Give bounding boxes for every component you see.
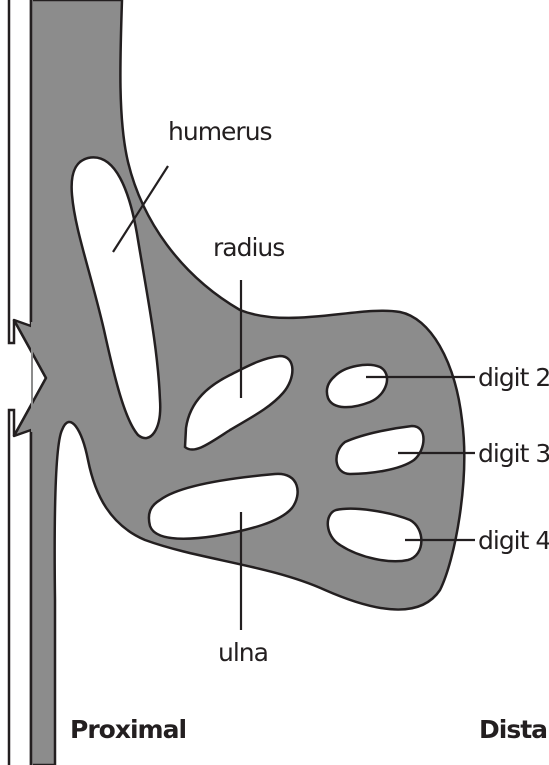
- radius-label: radius: [213, 233, 284, 262]
- digit-4-label: digit 4: [478, 526, 549, 555]
- digit-2-label: digit 2: [478, 363, 549, 392]
- humerus-label: humerus: [168, 117, 272, 146]
- distal-label: Dista: [479, 715, 547, 744]
- digit-3-label: digit 3: [478, 439, 549, 468]
- ulna-label: ulna: [218, 638, 268, 667]
- proximal-label: Proximal: [70, 715, 186, 744]
